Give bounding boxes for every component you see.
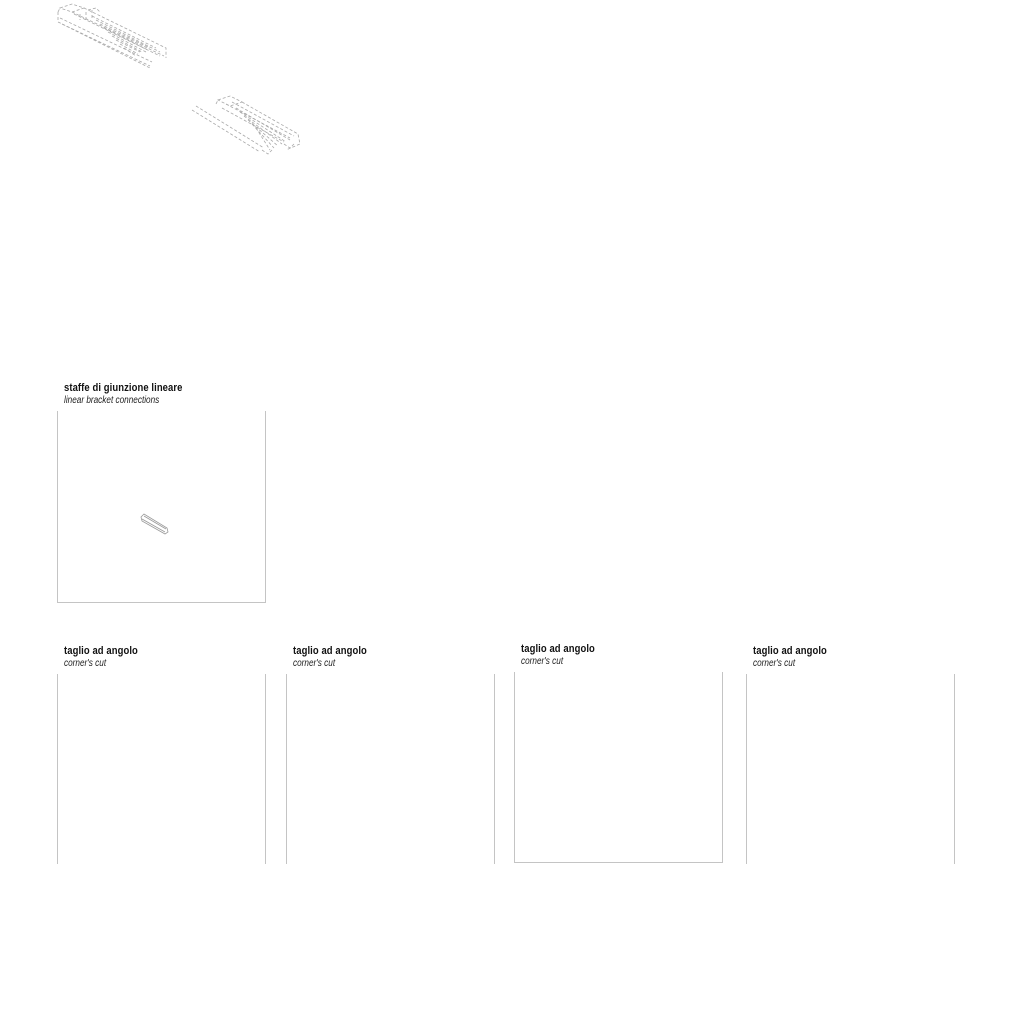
panel-subtitle: linear bracket connections — [64, 395, 160, 406]
rail-section-upper — [57, 3, 167, 69]
panel-caption: staffe di giunzione lineare linear brack… — [64, 383, 202, 406]
drawing-frame — [57, 674, 266, 864]
drawing-frame — [57, 411, 266, 603]
panel-subtitle: corner's cut — [293, 658, 336, 669]
panel-caption: taglio ad angolo corner's cut — [293, 646, 379, 669]
isometric-rail-drawing — [57, 3, 301, 155]
panel-subtitle: corner's cut — [64, 658, 107, 669]
drawing-frame — [746, 674, 955, 864]
panel-title: staffe di giunzione lineare — [64, 382, 183, 394]
bracket-icon — [140, 513, 169, 535]
panel-caption: taglio ad angolo corner's cut — [753, 646, 839, 669]
panel-subtitle: corner's cut — [753, 658, 796, 669]
panel-caption: taglio ad angolo corner's cut — [521, 644, 607, 667]
panel-title: taglio ad angolo — [753, 645, 827, 657]
panel-title: taglio ad angolo — [293, 645, 367, 657]
drawing-frame — [286, 674, 495, 864]
panel-title: taglio ad angolo — [64, 645, 138, 657]
panel-caption: taglio ad angolo corner's cut — [64, 646, 150, 669]
panel-title: taglio ad angolo — [521, 643, 595, 655]
drawing-frame — [514, 672, 723, 863]
panel-subtitle: corner's cut — [521, 656, 564, 667]
rail-section-lower — [191, 95, 301, 155]
